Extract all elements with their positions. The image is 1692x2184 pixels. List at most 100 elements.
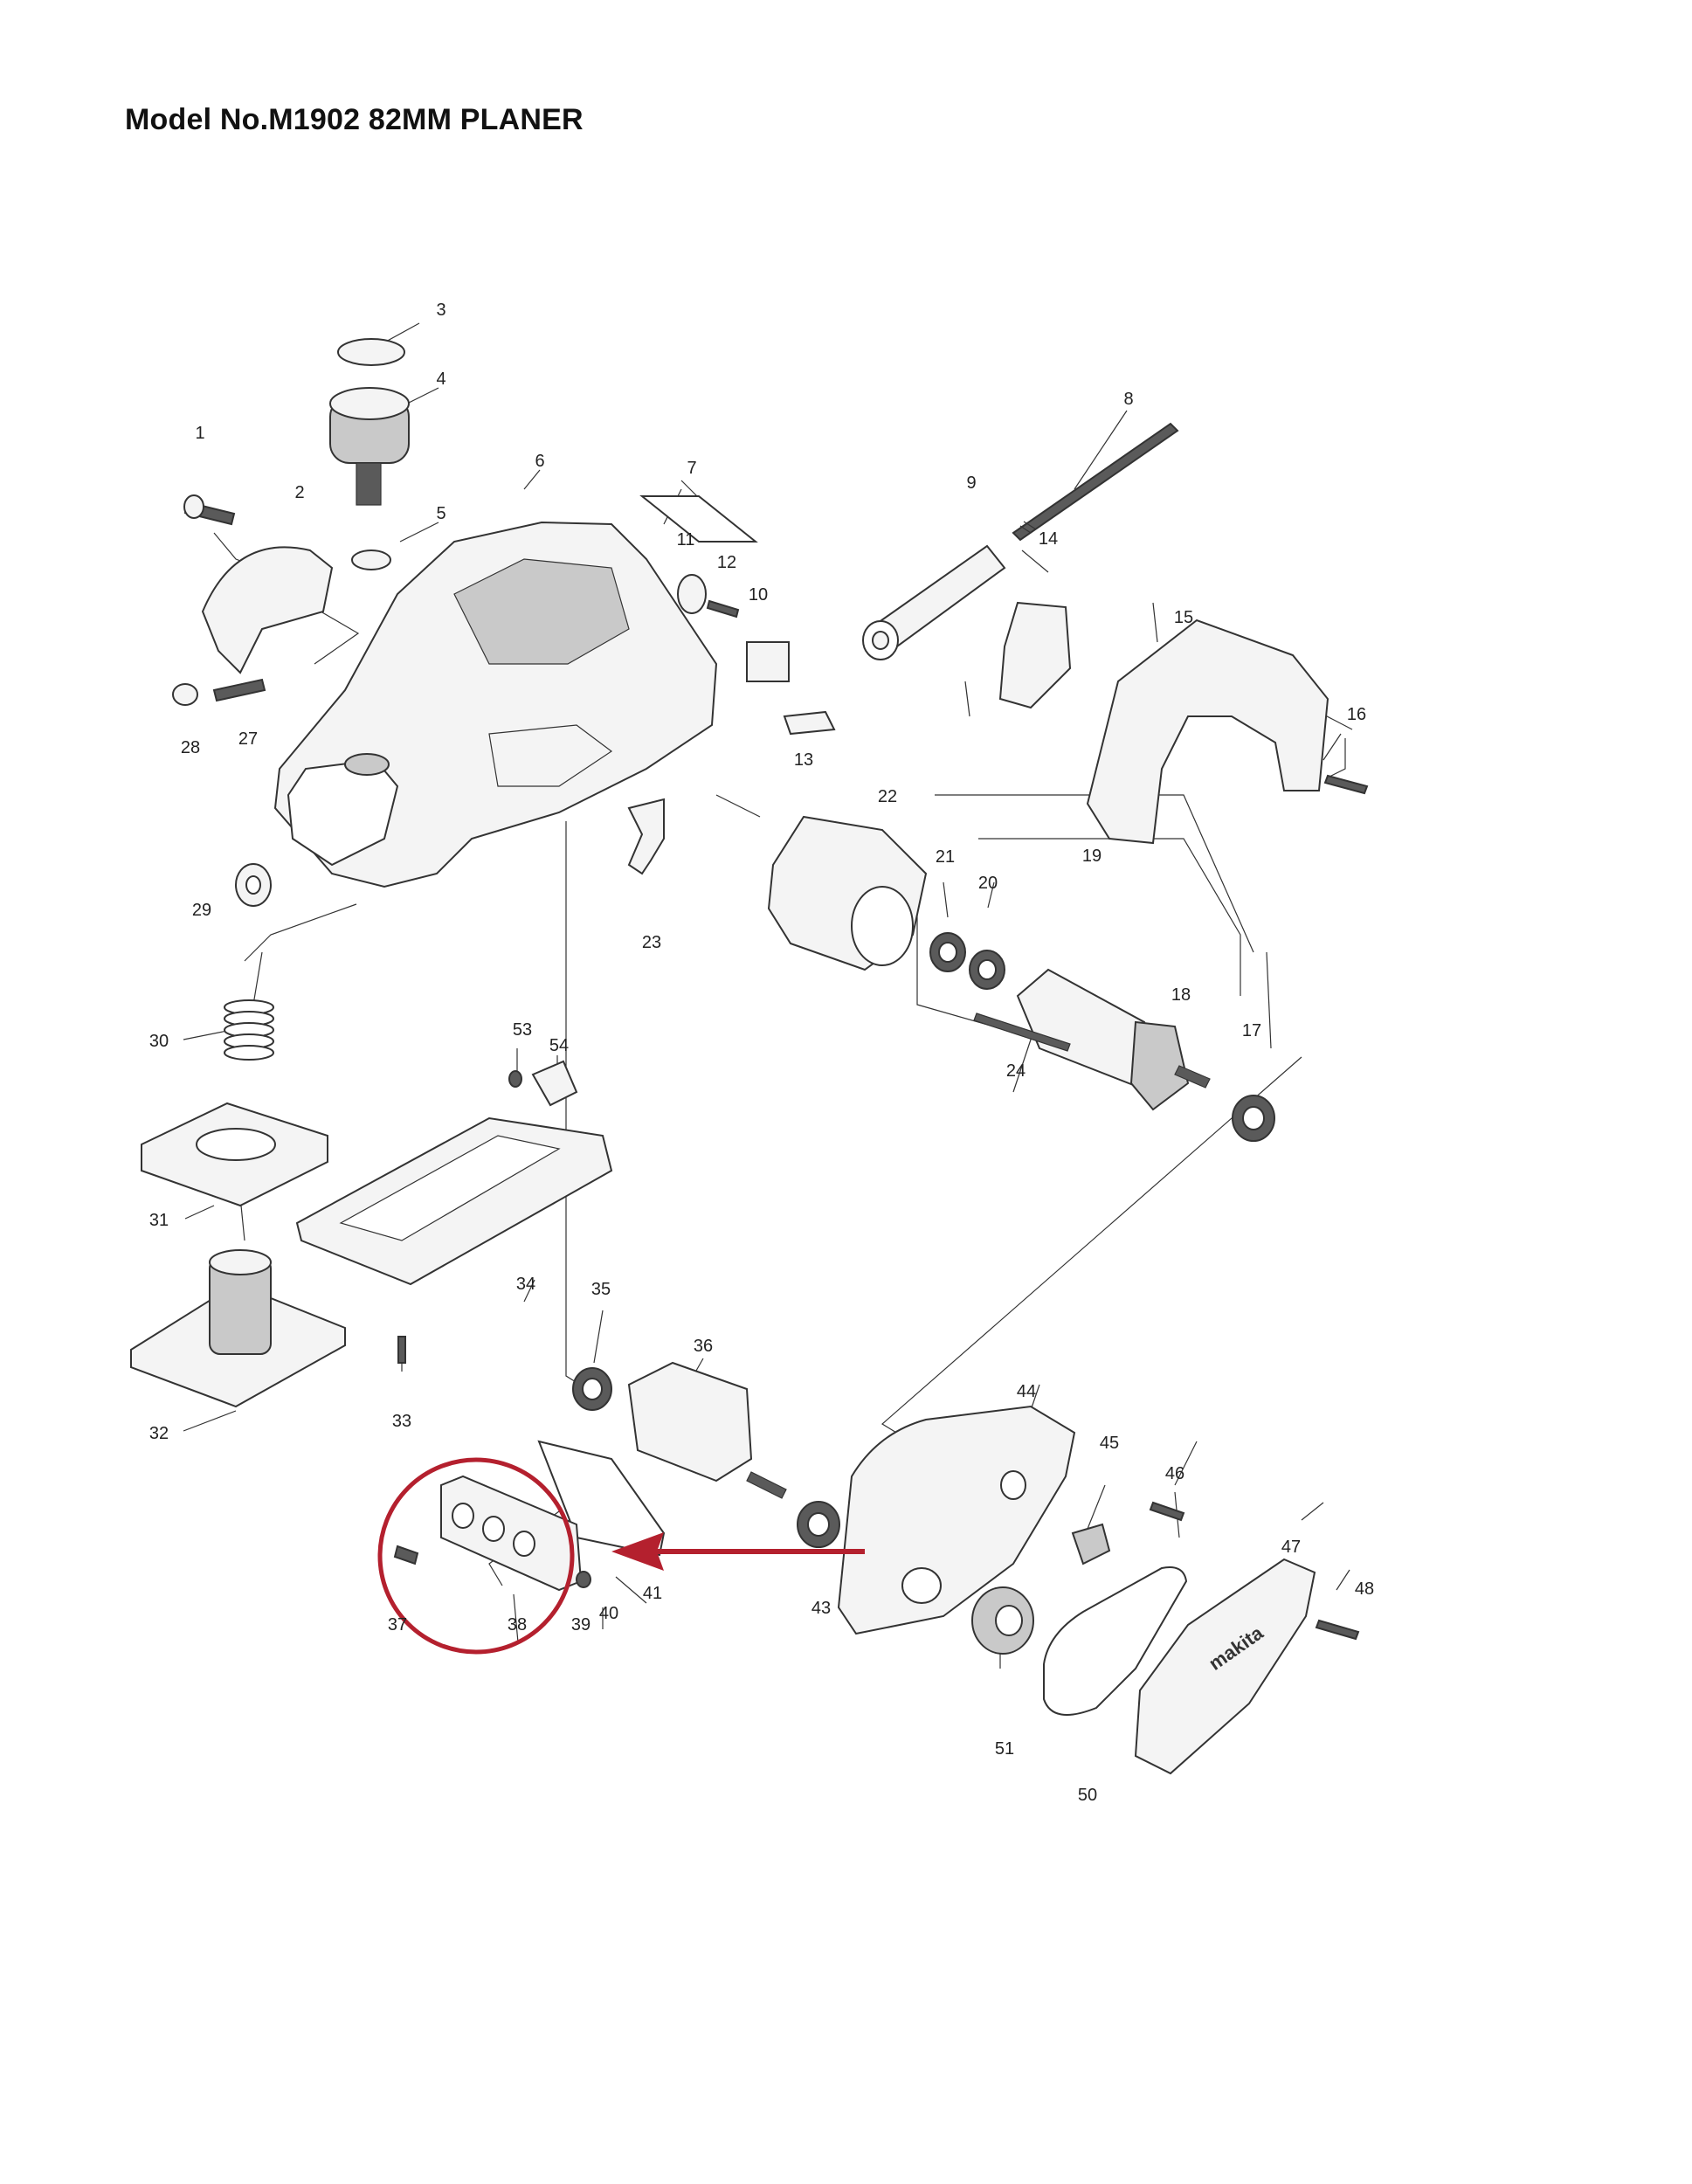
part-label-43[interactable]: 43 bbox=[811, 1599, 831, 1618]
svg-text:3: 3 bbox=[436, 301, 445, 320]
part-label-19[interactable]: 19 bbox=[1082, 847, 1102, 866]
part-shapes: makita bbox=[130, 338, 1369, 1775]
part-label-34[interactable]: 34 bbox=[516, 1275, 535, 1294]
part-label-10[interactable]: 10 bbox=[749, 585, 768, 605]
part-label-11[interactable]: 11 bbox=[677, 530, 695, 549]
part-label-3[interactable]: 3 bbox=[436, 301, 445, 320]
part-label-51[interactable]: 51 bbox=[995, 1739, 1014, 1759]
svg-text:35: 35 bbox=[591, 1280, 611, 1299]
part-label-4[interactable]: 4 bbox=[436, 370, 445, 389]
svg-text:36: 36 bbox=[694, 1337, 713, 1356]
svg-text:46: 46 bbox=[1165, 1464, 1184, 1483]
part-label-47[interactable]: 47 bbox=[1281, 1538, 1301, 1557]
part-label-39[interactable]: 39 bbox=[571, 1615, 590, 1635]
part-label-1[interactable]: 1 bbox=[195, 424, 204, 443]
part-23-part bbox=[627, 798, 665, 875]
part-label-20[interactable]: 20 bbox=[978, 874, 998, 893]
part-label-50[interactable]: 50 bbox=[1078, 1786, 1097, 1805]
part-31-plate bbox=[141, 1102, 328, 1207]
part-label-21[interactable]: 21 bbox=[936, 847, 955, 867]
svg-text:4: 4 bbox=[436, 370, 445, 389]
part-37-screw bbox=[393, 1545, 419, 1565]
part-48-screw bbox=[1315, 1619, 1360, 1641]
svg-text:51: 51 bbox=[995, 1739, 1014, 1759]
svg-text:24: 24 bbox=[1006, 1061, 1026, 1081]
part-label-46[interactable]: 46 bbox=[1165, 1464, 1184, 1483]
svg-text:10: 10 bbox=[749, 585, 768, 605]
svg-text:31: 31 bbox=[149, 1211, 169, 1230]
part-10-capacitor bbox=[746, 641, 790, 682]
part-label-30[interactable]: 30 bbox=[149, 1032, 169, 1051]
part-label-23[interactable]: 23 bbox=[642, 933, 661, 952]
part-35-bearing bbox=[572, 1367, 612, 1411]
part-label-33[interactable]: 33 bbox=[392, 1412, 411, 1431]
part-16-screw bbox=[1323, 774, 1369, 795]
part-14-switch bbox=[998, 601, 1072, 709]
part-label-29[interactable]: 29 bbox=[192, 901, 211, 920]
part-label-7[interactable]: 7 bbox=[687, 459, 696, 478]
part-label-41[interactable]: 41 bbox=[643, 1584, 662, 1603]
svg-text:18: 18 bbox=[1171, 985, 1191, 1005]
svg-text:16: 16 bbox=[1347, 705, 1366, 724]
part-label-31[interactable]: 31 bbox=[149, 1211, 169, 1230]
part-label-53[interactable]: 53 bbox=[513, 1020, 532, 1040]
svg-text:38: 38 bbox=[508, 1615, 527, 1635]
part-28-plug bbox=[172, 683, 198, 706]
arrow-left-icon bbox=[611, 1532, 664, 1571]
part-33-screw bbox=[397, 1336, 406, 1364]
svg-text:53: 53 bbox=[513, 1020, 532, 1040]
svg-text:28: 28 bbox=[181, 738, 200, 757]
part-3-cap bbox=[337, 338, 405, 366]
part-label-13[interactable]: 13 bbox=[794, 750, 813, 770]
part-47-belt-cover: makita bbox=[1134, 1558, 1316, 1775]
part-label-24[interactable]: 24 bbox=[1006, 1061, 1026, 1081]
part-label-27[interactable]: 27 bbox=[238, 729, 258, 749]
part-label-54[interactable]: 54 bbox=[549, 1036, 569, 1055]
part-15-handle bbox=[1086, 619, 1329, 845]
highlight-circle bbox=[377, 1457, 575, 1655]
part-label-37[interactable]: 37 bbox=[388, 1615, 407, 1635]
part-label-18[interactable]: 18 bbox=[1171, 985, 1191, 1005]
part-label-32[interactable]: 32 bbox=[149, 1424, 169, 1443]
svg-text:39: 39 bbox=[571, 1615, 590, 1635]
part-label-45[interactable]: 45 bbox=[1100, 1434, 1119, 1453]
part-label-9[interactable]: 9 bbox=[966, 473, 976, 493]
svg-text:13: 13 bbox=[794, 750, 813, 770]
part-4-knob bbox=[329, 387, 410, 506]
part-label-44[interactable]: 44 bbox=[1017, 1382, 1036, 1401]
part-label-14[interactable]: 14 bbox=[1039, 529, 1058, 549]
part-label-8[interactable]: 8 bbox=[1123, 390, 1133, 409]
part-label-6[interactable]: 6 bbox=[535, 452, 544, 471]
svg-text:45: 45 bbox=[1100, 1434, 1119, 1453]
svg-text:12: 12 bbox=[717, 553, 736, 572]
svg-text:50: 50 bbox=[1078, 1786, 1097, 1805]
part-label-36[interactable]: 36 bbox=[694, 1337, 713, 1356]
part-17-bearing bbox=[1232, 1095, 1275, 1142]
svg-text:44: 44 bbox=[1017, 1382, 1036, 1401]
part-label-15[interactable]: 15 bbox=[1174, 608, 1193, 627]
part-12-screw bbox=[706, 599, 740, 619]
svg-text:7: 7 bbox=[687, 459, 696, 478]
part-label-2[interactable]: 2 bbox=[294, 483, 304, 502]
part-label-35[interactable]: 35 bbox=[591, 1280, 611, 1299]
part-9-cord-guard bbox=[862, 544, 1006, 660]
part-label-5[interactable]: 5 bbox=[436, 504, 445, 523]
part-29-knob bbox=[235, 863, 272, 907]
svg-text:33: 33 bbox=[392, 1412, 411, 1431]
part-label-28[interactable]: 28 bbox=[181, 738, 200, 757]
part-label-38[interactable]: 38 bbox=[508, 1615, 527, 1635]
svg-text:40: 40 bbox=[599, 1604, 618, 1623]
part-53-nut bbox=[508, 1070, 522, 1088]
svg-text:20: 20 bbox=[978, 874, 998, 893]
part-7-plate bbox=[639, 495, 758, 543]
svg-text:29: 29 bbox=[192, 901, 211, 920]
part-label-22[interactable]: 22 bbox=[878, 787, 897, 806]
part-label-40[interactable]: 40 bbox=[599, 1604, 618, 1623]
part-label-17[interactable]: 17 bbox=[1242, 1021, 1261, 1040]
part-label-16[interactable]: 16 bbox=[1347, 705, 1366, 724]
part-46-screw bbox=[1149, 1501, 1185, 1522]
part-label-12[interactable]: 12 bbox=[717, 553, 736, 572]
part-32-base bbox=[130, 1249, 346, 1408]
part-1-screw bbox=[183, 494, 236, 526]
part-label-48[interactable]: 48 bbox=[1355, 1579, 1374, 1599]
